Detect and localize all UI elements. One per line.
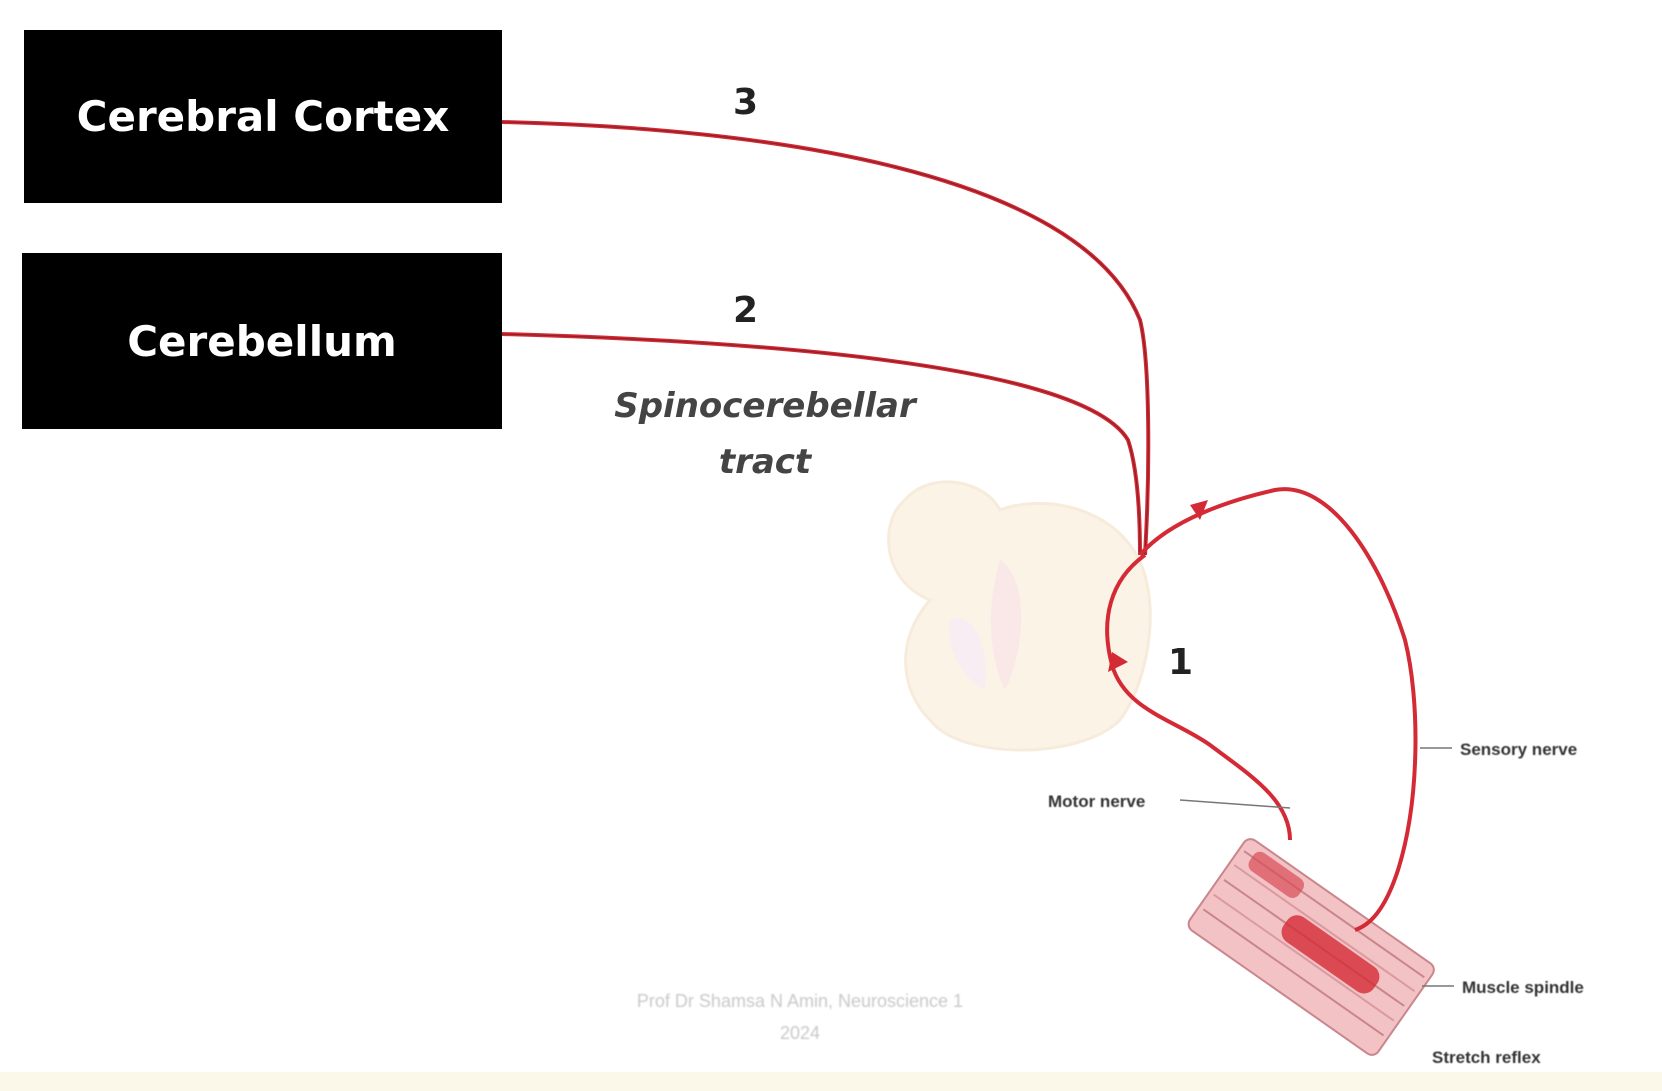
pathway-number-2: 2	[733, 290, 758, 331]
motor-nerve-label: Motor nerve	[1048, 792, 1145, 812]
muscle-spindle-label: Muscle spindle	[1462, 978, 1584, 998]
pathway-number-3: 3	[733, 82, 758, 123]
cerebellum-label: Cerebellum	[127, 317, 397, 366]
spinocerebellar-tract-label: Spinocerebellar tract	[600, 378, 930, 490]
tract-label-line-2: tract	[600, 434, 930, 490]
bottom-strip	[0, 1072, 1662, 1091]
watermark-line-2: 2024	[520, 1017, 1080, 1049]
cerebral-cortex-label: Cerebral Cortex	[77, 92, 450, 141]
cerebellum-box: Cerebellum	[22, 253, 502, 429]
watermark-line-1: Prof Dr Shamsa N Amin, Neuroscience 1	[520, 985, 1080, 1017]
author-watermark: Prof Dr Shamsa N Amin, Neuroscience 1 20…	[520, 985, 1080, 1049]
cerebral-cortex-box: Cerebral Cortex	[24, 30, 502, 203]
sensory-nerve-label: Sensory nerve	[1460, 740, 1577, 760]
spinal-cord-section	[889, 482, 1151, 750]
pathway-number-1: 1	[1168, 642, 1193, 683]
tract-label-line-1: Spinocerebellar	[600, 378, 930, 434]
stretch-reflex-label: Stretch reflex	[1432, 1048, 1541, 1068]
